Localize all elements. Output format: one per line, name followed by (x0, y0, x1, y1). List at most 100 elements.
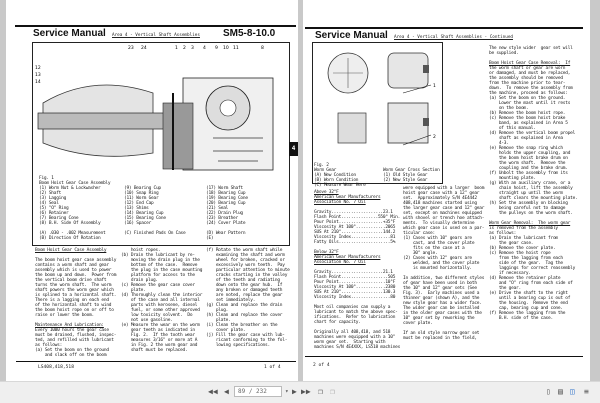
text-line: fuel, or some other approved (121, 308, 200, 313)
text-line: Worm Gear Cross Section (383, 168, 440, 173)
text-line: cast, and the cover plate (403, 241, 475, 246)
text-line: (g) Clean and replace the drain (206, 303, 283, 308)
text-line: set. Approximately S/N 4E4442 (403, 196, 477, 201)
text-line: (7) Bearing Cone (39, 216, 79, 221)
text-line: (f) Unbolt the assembly from its (489, 171, 568, 176)
footer-rule (305, 356, 583, 357)
text-line: (e) Remove the snap ring which (489, 146, 563, 151)
callout-number: 2 (183, 45, 186, 51)
text-line: parts with kerosene, diesel (121, 303, 198, 308)
text-line: (24) Cover Plate (206, 221, 246, 226)
text-line: (C) Finished Pads On Case (124, 231, 186, 236)
text-line: hoist gear case with a 12" gear (403, 191, 480, 196)
text-line: from the lagging from each (489, 256, 563, 261)
text-line: the vertical boom drive shaft (35, 278, 107, 283)
text-line: Boom Hoist Gear Case Assembly (39, 181, 111, 186)
page-number-input[interactable]: 89 / 232 (234, 386, 282, 397)
text-line: Gravity.....................21.1 (314, 270, 393, 275)
text-line: Lower the mast until it rests (489, 101, 571, 106)
text-line: Viscosity At 100°............2380 (314, 285, 396, 290)
paste-page-icon[interactable]: ❐ (330, 387, 335, 396)
prev-page-icon[interactable]: ◀ (224, 387, 229, 396)
text-line: (g) With an auxiliary crane, or a (489, 181, 571, 186)
text-line: band, as explained in Area 5 (489, 121, 568, 126)
text-line: (2) Cases with 12" gears are (403, 256, 472, 261)
callout-number: 8 (261, 45, 264, 51)
single-page-view-icon[interactable]: ▯ (546, 387, 551, 396)
text-line: platform for access to the (121, 273, 195, 278)
text-line: (C) Measure Wear Here (314, 183, 366, 188)
text-line: (B) Direction Of Rotation (39, 236, 101, 241)
text-line: SUS At 210°.................130.3 (314, 290, 396, 295)
two-page-view-icon[interactable]: ◫ (570, 387, 575, 396)
text-line: must be drained, flushed, inspec- (35, 333, 117, 338)
text-line: SUS At 210°.................144.2 (314, 230, 396, 235)
text-line: Pour Point..................+35°F (314, 220, 396, 225)
text-line: plug. (206, 308, 229, 313)
text-line: (A) .030 - .002 Measurement (39, 231, 106, 236)
text-line: (a) Set the boom on the ground (35, 348, 109, 353)
page-dropdown-chevron-icon[interactable]: ▾ (285, 388, 289, 395)
text-line: (j) Fill the gear case with lub- (206, 333, 285, 338)
continuous-view-icon[interactable]: ▤ (558, 387, 563, 396)
text-line: are noted, replace the gear (206, 293, 283, 298)
text-line: the pulleys on the worm shaft. (489, 211, 573, 216)
text-line: (6) Retainer (39, 211, 69, 216)
text-line: cap, bearing cup and cone. (489, 306, 563, 311)
last-page-icon[interactable]: ▶▶ (301, 387, 311, 396)
text-line: (h) Set the assembly on blocking (489, 201, 568, 206)
text-line: Above 32°F (314, 190, 339, 195)
text-line: welded, and the cover plate (403, 261, 480, 266)
text-line: (9) Bearing Cup (124, 186, 161, 191)
page-header-subtitle: Area 4 - Vertical Shaft Assemblies (112, 33, 200, 38)
text-line: the larger gear case and 12" gear (403, 206, 485, 211)
text-line: (b) Remove the boom hoist rope. (489, 111, 566, 116)
text-line: Fatty Oils.....................5% (314, 240, 396, 245)
text-line: the boom up and down. Power from (35, 273, 117, 278)
footer-page-count: 2 of 4 (313, 363, 330, 368)
text-line: of the horizontal shaft to wind (35, 303, 112, 308)
callout-number: 1 (175, 45, 178, 51)
text-line: (2) Shaft (39, 191, 62, 196)
page-header-subtitle: Area 4 - Vertical Shaft Assemblies - Con… (394, 35, 513, 40)
text-line: Flash Point...................505 (314, 275, 396, 280)
next-page-icon[interactable]: ▶ (292, 387, 297, 396)
figure-2-frame (312, 42, 443, 184)
text-line: of this manual. (489, 126, 536, 131)
pdf-viewer-toolbar: ◀◀ ◀ 89 / 232 ▾ ▶ ▶▶ ❐ ❐ ▯ ▤ ◫ ≡ (0, 381, 600, 403)
text-line: down. To remove the assembly from (489, 86, 573, 91)
text-line: (d) Thoroughly clean the interior (121, 293, 203, 298)
text-line: Most oil companies can supply a (314, 305, 391, 310)
first-page-icon[interactable]: ◀◀ (208, 387, 218, 396)
copy-page-icon[interactable]: ❐ (318, 387, 323, 396)
text-line: fits on the case at a (403, 246, 465, 251)
text-line: measures 3/16" or more at A (121, 338, 198, 343)
text-line: (a) Set the boom on the ground. (489, 96, 566, 101)
text-line: were equipped with a larger boom (403, 186, 485, 191)
text-line: lubricant to match the above spec- (314, 310, 398, 315)
text-line: (2) New Style Gear (383, 178, 428, 183)
text-line: (15) Bearing Cone (124, 216, 166, 221)
text-line: Fig. 2 (314, 163, 329, 168)
text-line: being careful not to damage (489, 206, 566, 211)
text-line: contains a worm shaft and gear (35, 263, 109, 268)
text-line: ted, and refilled with lubricant (35, 338, 114, 343)
text-line: (4) Seal (39, 201, 59, 206)
text-line: plate. (121, 288, 146, 293)
text-line: ricant conforming to the fol- (206, 338, 288, 343)
text-line: (e) Measure the wear on the worm (121, 323, 200, 328)
text-line: (f) Rotate the worm shaft while (206, 248, 283, 253)
text-line: must be replaced in the field, (403, 336, 477, 341)
text-line: or damaged, and must be replaced, (489, 71, 571, 76)
callout-number: 23 (128, 45, 134, 51)
section-code: SM5-8-10.0 (223, 28, 276, 39)
text-line: lowing specifications. (206, 343, 270, 348)
footer-page-count: 1 of 4 (264, 365, 281, 370)
text-line: 10" gear set by reworking the (403, 316, 475, 321)
text-line: the machine, proceed as follows: (489, 91, 568, 96)
scroll-view-icon[interactable]: ≡ (584, 387, 589, 396)
text-line: Boom Hoist Gear Case Assembly (35, 248, 107, 253)
callout-number: 11 (233, 45, 239, 51)
